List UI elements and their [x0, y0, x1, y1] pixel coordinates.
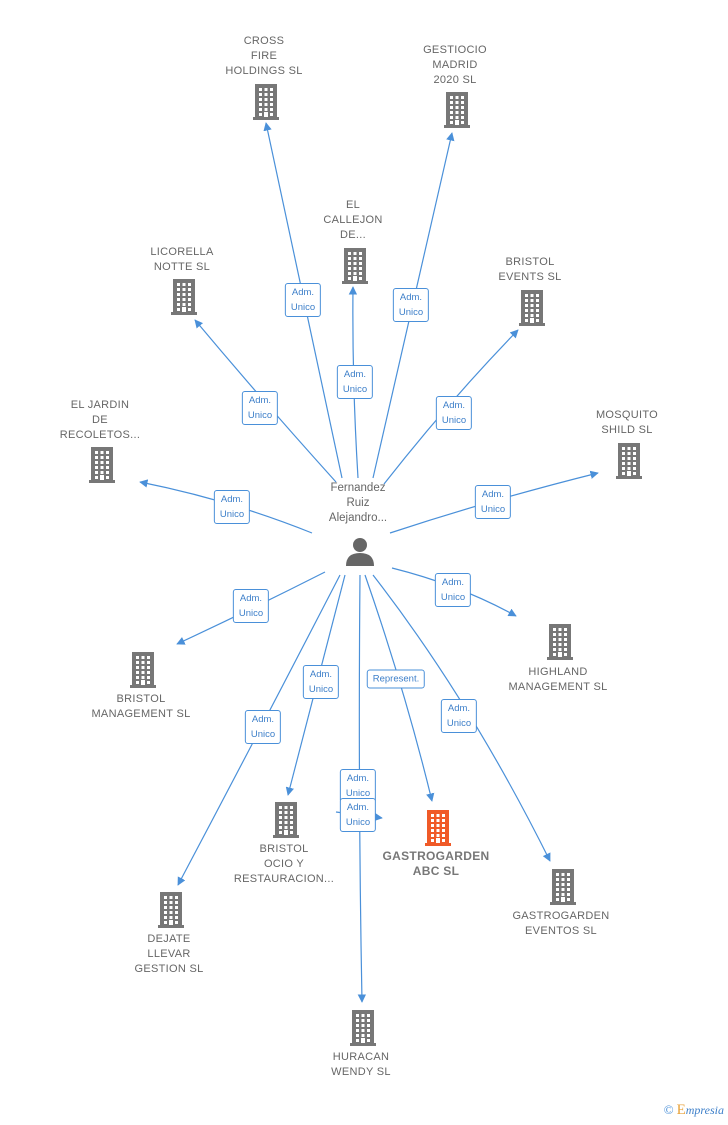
relation-label-gastrogarden-eventos[interactable]: Adm. Unico	[440, 699, 478, 733]
relation-label-bristol-ocio[interactable]: Adm. Unico	[302, 665, 340, 699]
relation-label-mosquito[interactable]: Adm. Unico	[474, 485, 512, 519]
company-label-dejate[interactable]: DEJATE LLEVAR GESTION SL	[134, 933, 204, 975]
relation-label-el-callejon[interactable]: Adm. Unico	[336, 365, 374, 399]
relation-label-highland[interactable]: Adm. Unico	[434, 573, 472, 607]
relation-label-cross-fire[interactable]: Adm. Unico	[284, 283, 322, 317]
relation-label-huracan[interactable]: Adm. Unico	[339, 798, 377, 832]
building-icon	[547, 624, 573, 660]
person-icon	[346, 538, 374, 566]
building-icon	[342, 248, 368, 284]
building-icon	[158, 892, 184, 928]
company-label-el-callejon[interactable]: EL CALLEJON DE...	[323, 199, 383, 241]
building-icon	[171, 279, 197, 315]
company-label-bristol-ocio[interactable]: BRISTOL OCIO Y RESTAURACION...	[233, 843, 335, 885]
company-label-gestiocio[interactable]: GESTIOCIO MADRID 2020 SL	[423, 44, 487, 86]
company-label-cross-fire[interactable]: CROSS FIRE HOLDINGS SL	[225, 35, 303, 77]
company-label-mosquito[interactable]: MOSQUITO SHILD SL	[595, 409, 659, 436]
company-label-el-jardin[interactable]: EL JARDIN DE RECOLETOS...	[59, 399, 141, 441]
building-icon	[253, 84, 279, 120]
company-label-bristol-mgmt[interactable]: BRISTOL MANAGEMENT SL	[91, 693, 191, 720]
footer-brand: ©Empresia	[664, 1102, 724, 1119]
company-label-gastrogarden-eventos[interactable]: GASTROGARDEN EVENTOS SL	[512, 910, 610, 937]
company-label-bristol-events[interactable]: BRISTOL EVENTS SL	[498, 256, 562, 283]
company-label-licorella[interactable]: LICORELLA NOTTE SL	[150, 246, 214, 273]
building-icon	[130, 652, 156, 688]
relation-label-bristol-events[interactable]: Adm. Unico	[435, 396, 473, 430]
building-icon	[550, 869, 576, 905]
building-icon	[350, 1010, 376, 1046]
brand-name: mpresia	[685, 1103, 724, 1117]
person-name[interactable]: Fernandez Ruiz Alejandro...	[328, 482, 388, 524]
building-icon	[616, 443, 642, 479]
building-icon	[444, 92, 470, 128]
company-label-highland[interactable]: HIGHLAND MANAGEMENT SL	[508, 666, 608, 693]
building-icon	[519, 290, 545, 326]
relation-edge-gastrogarden-abc	[364, 574, 435, 802]
relation-label-el-jardin[interactable]: Adm. Unico	[213, 490, 251, 524]
relation-label-licorella[interactable]: Adm. Unico	[241, 391, 279, 425]
brand-initial: E	[676, 1102, 686, 1118]
relation-label-gestiocio[interactable]: Adm. Unico	[392, 288, 430, 322]
copyright-symbol: ©	[663, 1102, 674, 1117]
relation-label-bristol-mgmt[interactable]: Adm. Unico	[232, 589, 270, 623]
relation-label-gastrogarden-abc[interactable]: Represent.	[366, 669, 426, 689]
company-label-gastrogarden-abc[interactable]: GASTROGARDEN ABC SL	[382, 849, 490, 878]
building-icon	[273, 802, 299, 838]
building-icon	[89, 447, 115, 483]
company-label-huracan[interactable]: HURACAN WENDY SL	[331, 1051, 391, 1078]
building-icon	[425, 810, 451, 846]
relation-label-dejate[interactable]: Adm. Unico	[244, 710, 282, 744]
